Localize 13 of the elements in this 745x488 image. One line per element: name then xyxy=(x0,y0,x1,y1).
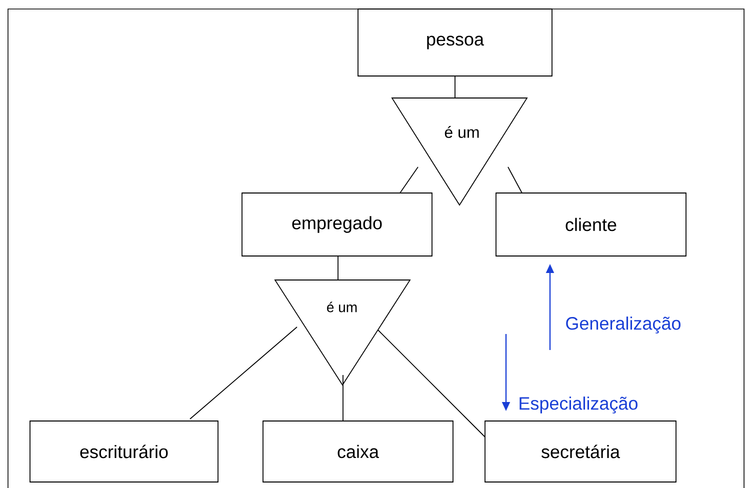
entity-box: escriturário xyxy=(30,420,218,482)
entity-box: secretária xyxy=(484,420,676,482)
entity-box: cliente xyxy=(496,192,686,256)
connector xyxy=(508,166,522,194)
connector xyxy=(378,330,486,438)
connector xyxy=(454,76,456,98)
entity-box: empregado xyxy=(242,192,432,256)
direction-label: Generalização xyxy=(566,316,680,334)
connector xyxy=(342,374,344,422)
connector xyxy=(400,166,418,194)
entity-box: pessoa xyxy=(358,8,552,76)
entity-box: caixa xyxy=(262,420,454,482)
connector xyxy=(190,326,298,420)
